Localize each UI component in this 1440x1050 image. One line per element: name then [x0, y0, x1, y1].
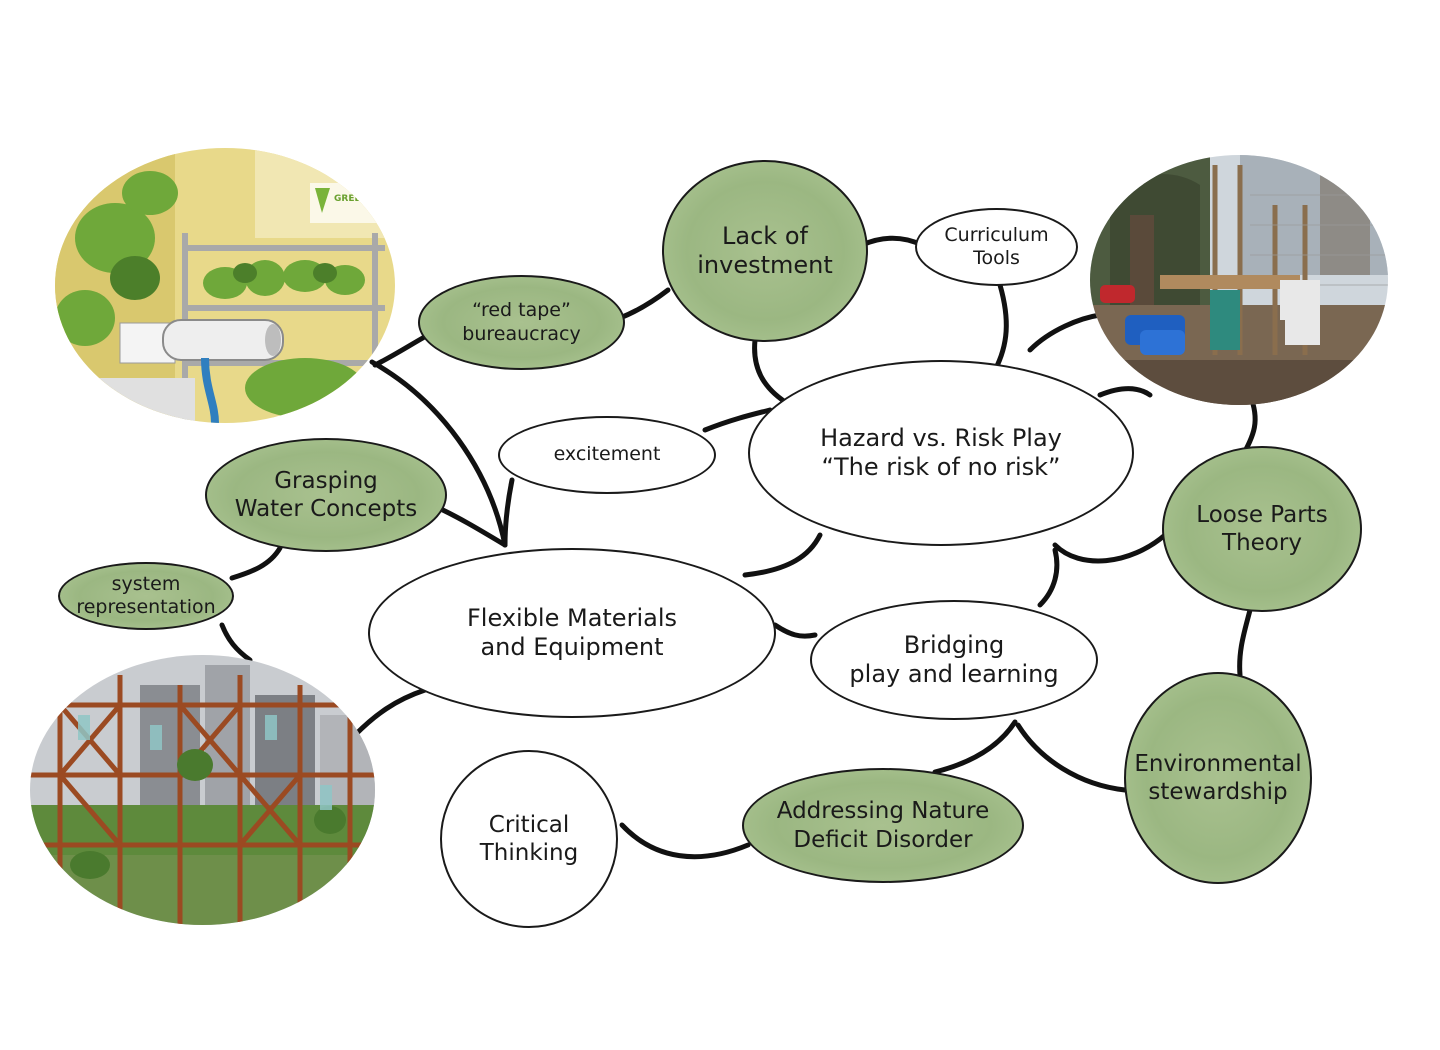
connector-center-photo1 — [369, 359, 508, 548]
connector-photo1-redtape — [372, 332, 431, 368]
node-curriculum-tools-label: Curriculum Tools — [944, 223, 1049, 269]
node-flexible-materials: Flexible Materials and Equipment — [368, 548, 776, 718]
node-lack-of-investment-label: Lack of investment — [697, 221, 833, 279]
connector-critical-nature — [619, 822, 751, 860]
node-loose-parts-label: Loose Parts Theory — [1196, 501, 1328, 556]
hydroponic-garden-photo: GREENHOUSE PARTNERS — [55, 148, 395, 423]
node-nature-deficit: Addressing Nature Deficit Disorder — [742, 768, 1024, 883]
node-environmental-stewardship-label: Environmental stewardship — [1134, 750, 1302, 805]
node-system-representation: system representation — [58, 562, 234, 630]
connector-lack-curriculum — [859, 235, 925, 248]
node-excitement-label: excitement — [553, 443, 661, 466]
connector-redtape-lack — [617, 287, 671, 321]
node-excitement: excitement — [498, 416, 716, 494]
node-nature-deficit-label: Addressing Nature Deficit Disorder — [776, 798, 990, 853]
node-critical-thinking-label: Critical Thinking — [479, 811, 579, 866]
connector-hazard-photo2b — [1097, 386, 1153, 398]
connector-hazard-photo2 — [1027, 312, 1103, 353]
node-system-representation-label: system representation — [76, 572, 216, 618]
node-loose-parts: Loose Parts Theory — [1162, 446, 1362, 612]
connector-lack-hazard — [752, 337, 793, 408]
connector-grasping-system — [229, 545, 283, 581]
connector-curriculum-hazard — [992, 282, 1009, 373]
node-bridging-label: Bridging play and learning — [849, 630, 1059, 688]
connector-center-hazard — [742, 532, 823, 578]
node-critical-thinking: Critical Thinking — [440, 750, 618, 928]
node-curriculum-tools: Curriculum Tools — [915, 208, 1078, 286]
connector-center-excitement — [502, 477, 515, 548]
connector-excitement-hazard — [702, 407, 773, 433]
node-red-tape: “red tape” bureaucracy — [418, 275, 625, 370]
node-grasping-water: Grasping Water Concepts — [205, 438, 447, 552]
node-grasping-water-label: Grasping Water Concepts — [234, 467, 418, 522]
connector-hazard-bridging — [1037, 547, 1060, 608]
connector-center-bridging — [772, 622, 818, 639]
node-hazard-vs-risk-label: Hazard vs. Risk Play “The risk of no ris… — [820, 423, 1062, 481]
node-environmental-stewardship: Environmental stewardship — [1124, 672, 1312, 884]
adventure-playground-photo — [1090, 155, 1388, 405]
connector-center-photo3 — [352, 687, 428, 738]
node-bridging: Bridging play and learning — [810, 600, 1098, 720]
node-flexible-materials-label: Flexible Materials and Equipment — [467, 603, 677, 661]
node-lack-of-investment: Lack of investment — [662, 160, 868, 342]
connector-system-photo3 — [219, 622, 253, 663]
connector-bridging-nature — [932, 719, 1018, 775]
connector-hazard-loose — [1052, 532, 1168, 564]
node-hazard-vs-risk: Hazard vs. Risk Play “The risk of no ris… — [748, 360, 1134, 546]
connector-loose-environmental — [1237, 607, 1253, 678]
connector-bridging-environmental — [1015, 722, 1128, 793]
node-red-tape-label: “red tape” bureaucracy — [462, 299, 581, 345]
scaffold-water-garden-photo — [30, 655, 375, 925]
